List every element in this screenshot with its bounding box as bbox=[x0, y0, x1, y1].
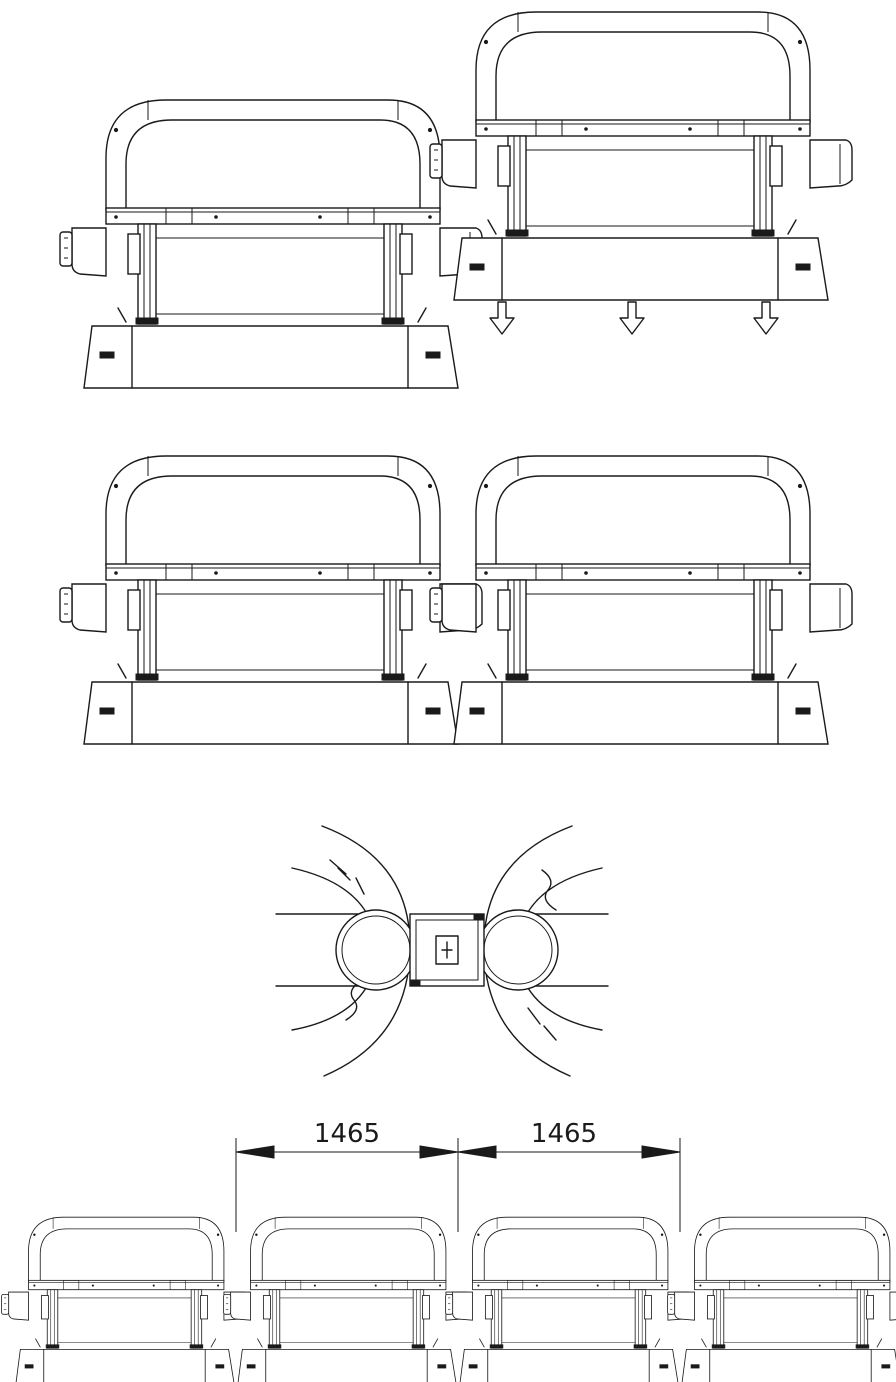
barrier-unit bbox=[445, 1216, 693, 1382]
down-arrow bbox=[489, 301, 515, 335]
dimension-arrow bbox=[419, 1145, 459, 1159]
dimension-label: 1465 bbox=[531, 1119, 597, 1149]
barrier-unit bbox=[59, 455, 483, 745]
view-aligned-pair bbox=[59, 455, 853, 745]
dimension-label: 1465 bbox=[314, 1119, 380, 1149]
down-arrow bbox=[619, 301, 645, 335]
view-offset-pair bbox=[59, 11, 853, 389]
barrier-unit bbox=[429, 455, 853, 745]
barrier-unit-raised bbox=[429, 11, 853, 301]
dimension-arrow bbox=[457, 1145, 497, 1159]
barrier-unit bbox=[59, 99, 483, 389]
view-row-with-dimensions: 1465 1465 bbox=[1, 1119, 896, 1382]
barrier-unit bbox=[1, 1216, 249, 1382]
view-connection-detail bbox=[275, 825, 609, 1077]
barrier-unit bbox=[223, 1216, 471, 1382]
barrier-unit bbox=[667, 1216, 896, 1382]
dimension-arrow bbox=[235, 1145, 275, 1159]
dimension-arrow bbox=[641, 1145, 681, 1159]
down-arrow bbox=[753, 301, 779, 335]
